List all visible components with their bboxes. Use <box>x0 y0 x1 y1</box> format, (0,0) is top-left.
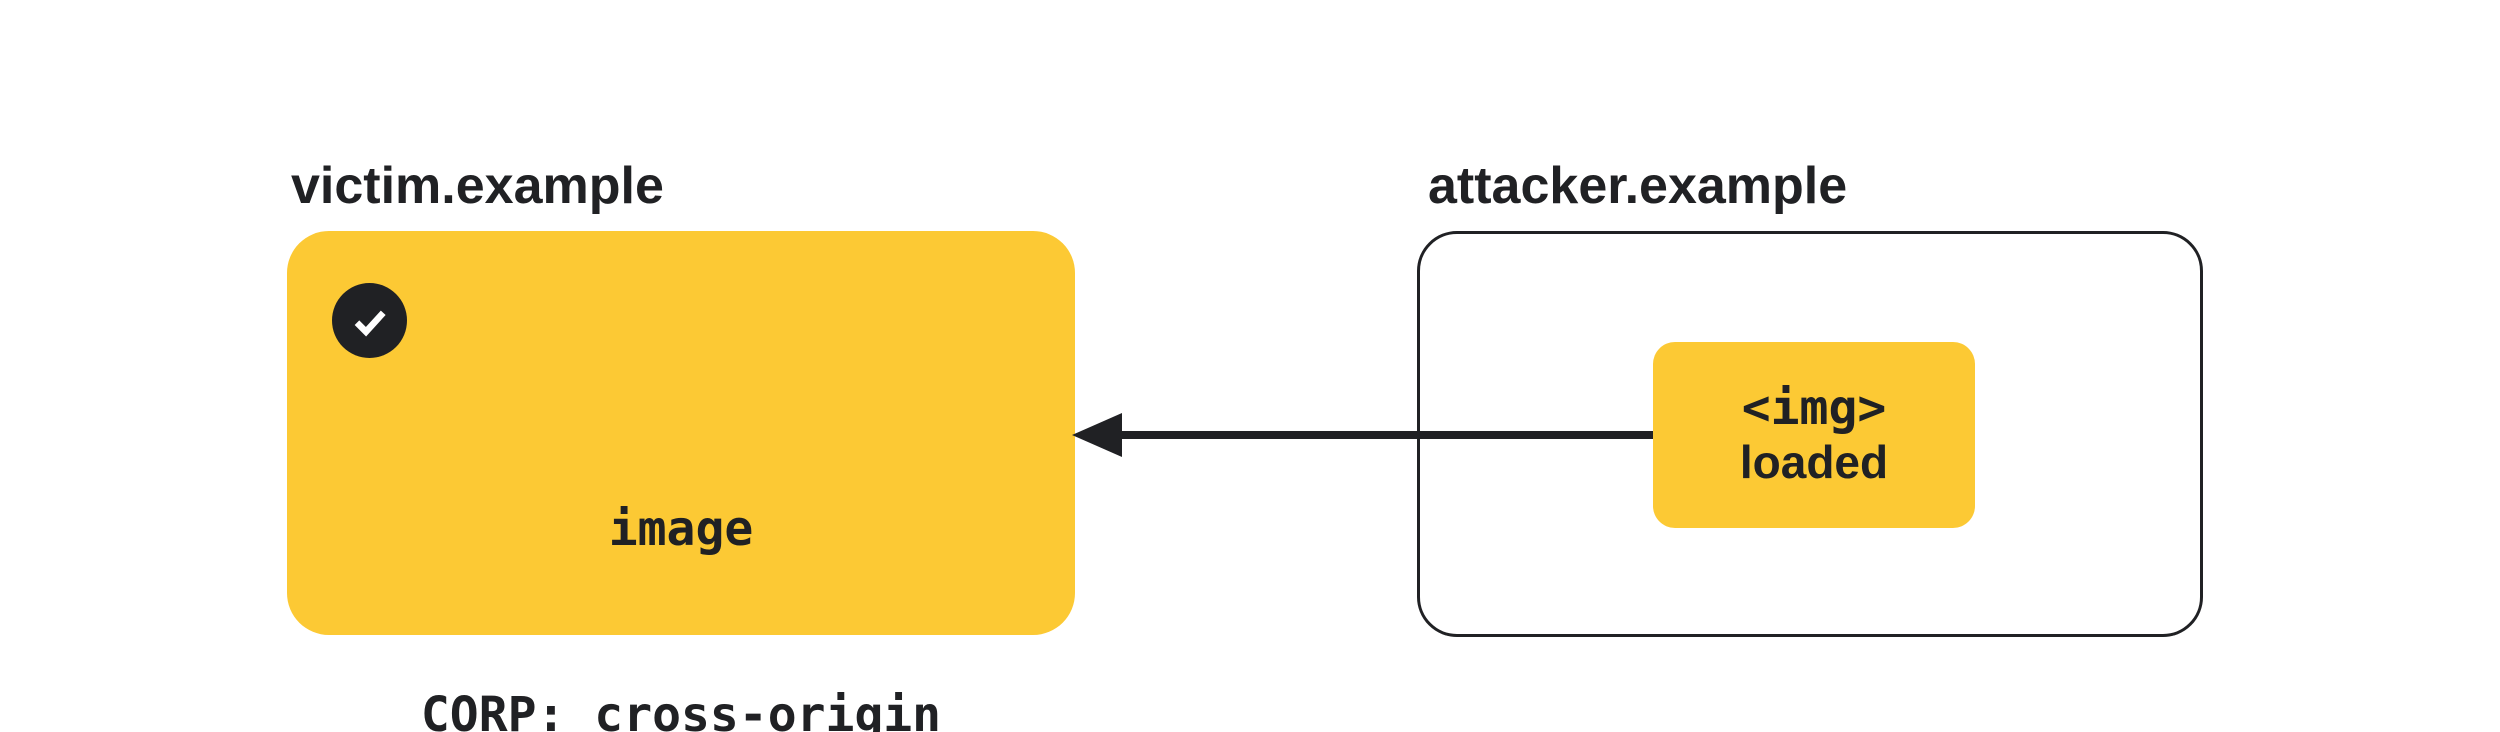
img-loaded-text: loaded <box>1739 436 1889 488</box>
victim-site-label: victim.example <box>291 157 664 215</box>
request-arrow-line <box>1116 431 1653 439</box>
victim-resource-name: image <box>608 501 754 557</box>
victim-origin-box: image CORP: cross-origin <box>287 231 1075 732</box>
img-loaded-box: <img> loaded <box>1653 342 1975 528</box>
victim-corp-header: CORP: cross-origin <box>420 687 942 732</box>
victim-resource-text: image CORP: cross-origin <box>287 374 1075 732</box>
checkmark-icon <box>332 283 407 358</box>
img-tag-text: <img> <box>1741 380 1887 436</box>
attacker-site-label: attacker.example <box>1428 157 1848 215</box>
request-arrow-head-icon <box>1072 413 1122 457</box>
